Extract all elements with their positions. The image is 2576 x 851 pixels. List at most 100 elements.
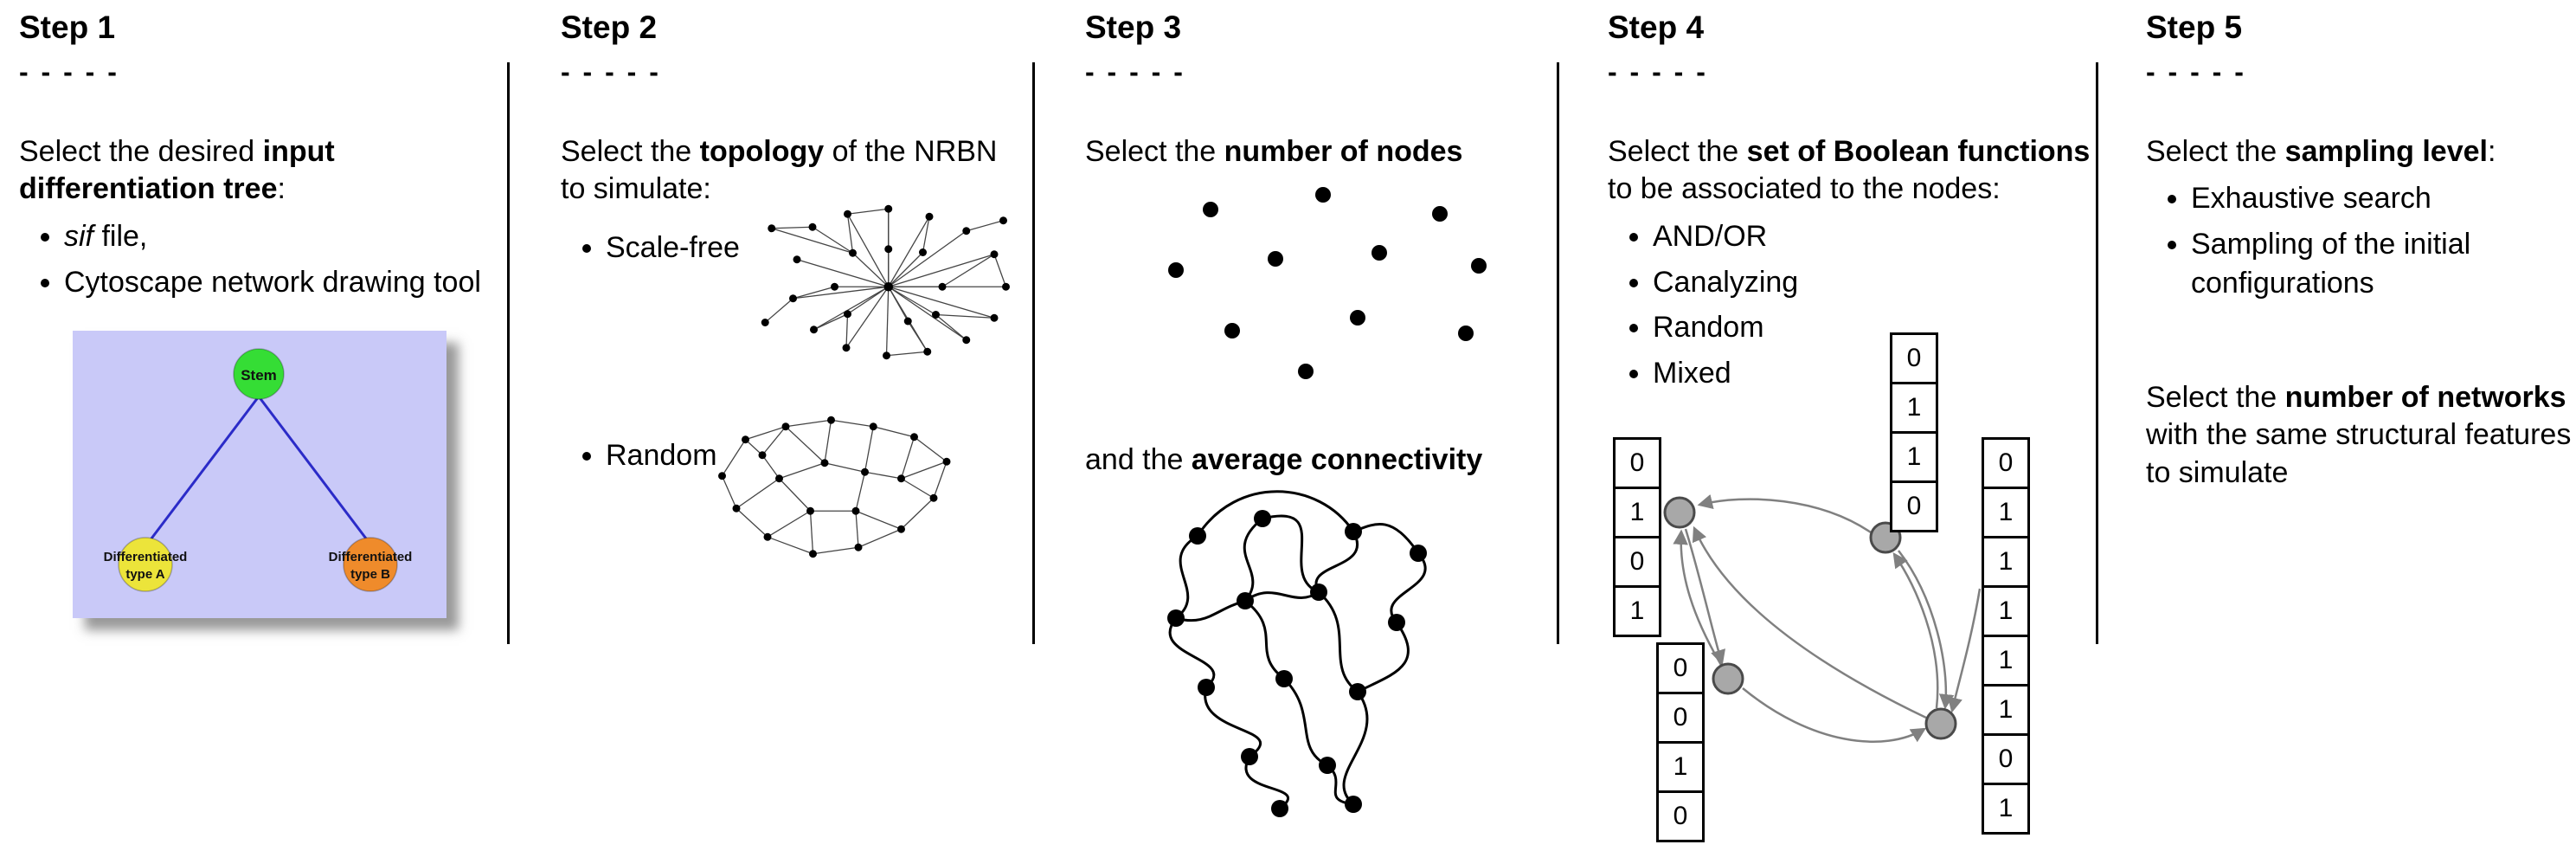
intro-text: Select the desired bbox=[19, 134, 263, 168]
step-3-title: Step 3 bbox=[1085, 10, 1182, 45]
step-2-column: Step 2 - - - - - Select the topology of … bbox=[561, 10, 1028, 846]
truth-table-cell: 1 bbox=[1613, 585, 1661, 637]
step-4-dashes: - - - - - bbox=[1608, 55, 1708, 87]
step-3-dashes: - - - - - bbox=[1085, 55, 1185, 87]
truth-table-cell: 0 bbox=[1982, 733, 2030, 785]
step-3-column: Step 3 - - - - - Select the number of no… bbox=[1085, 10, 1557, 846]
bullet-text: file, bbox=[93, 219, 148, 253]
scale-free-bullet: Scale-free bbox=[561, 229, 740, 274]
intro-text: Select the bbox=[561, 134, 700, 168]
nodes-scatter-graphic bbox=[1168, 187, 1487, 379]
truth-table-cell: 1 bbox=[1656, 741, 1705, 793]
truth-table-cell: 1 bbox=[1982, 635, 2030, 687]
step-4-intro: Select the set of Boolean functions to b… bbox=[1608, 133, 2092, 209]
network-edges bbox=[764, 208, 1007, 357]
step-5-intro-networks: Select the number of networks with the s… bbox=[2146, 379, 2576, 493]
scale-free-network-graphic bbox=[761, 204, 1010, 360]
stem-node bbox=[233, 348, 285, 401]
intro-text: Select the bbox=[2146, 380, 2285, 414]
truth-table-cell: 0 bbox=[1613, 536, 1661, 588]
step-5-title: Step 5 bbox=[2146, 10, 2243, 45]
intro-bold-text: average connectivity bbox=[1191, 443, 1483, 476]
random-bullet: Random bbox=[561, 436, 717, 482]
step-1-title: Step 1 bbox=[19, 10, 116, 45]
truth-table-cell: 1 bbox=[1982, 684, 2030, 736]
intro-bold-text: sampling level bbox=[2284, 134, 2488, 168]
step-1-bullet-list: sif file, Cytoscape network drawing tool bbox=[19, 217, 497, 302]
intro-text: to be associated to the nodes: bbox=[1608, 172, 2001, 206]
truth-table-cell: 1 bbox=[1890, 431, 1938, 483]
step-2-dashes: - - - - - bbox=[561, 55, 661, 87]
truth-table-cell: 0 bbox=[1656, 790, 1705, 842]
step-5-column: Step 5 - - - - - Select the sampling lev… bbox=[2146, 10, 2576, 492]
bullet-item: Exhaustive search bbox=[2191, 179, 2576, 218]
intro-text: and the bbox=[1085, 443, 1192, 476]
bullet-item: Random bbox=[606, 436, 717, 475]
column-divider bbox=[2096, 62, 2098, 644]
truth-table-cell: 1 bbox=[1890, 382, 1938, 434]
step-4-column: Step 4 - - - - - Select the set of Boole… bbox=[1608, 10, 2092, 846]
intro-text: Select the bbox=[1085, 134, 1224, 168]
differentiation-tree-figure: Stem Differentiated type A Differentiate… bbox=[73, 331, 446, 619]
graph-nodes bbox=[1167, 510, 1427, 817]
truth-table-cell: 0 bbox=[1890, 332, 1938, 384]
random-network-graphic bbox=[718, 416, 951, 558]
intro-text: of the NRBN to simulate: bbox=[561, 134, 998, 206]
intro-text: : bbox=[277, 172, 286, 206]
intro-text: Select the bbox=[2146, 134, 2285, 168]
truth-table-cell: 1 bbox=[1613, 487, 1661, 538]
intro-bold-text: number of nodes bbox=[1224, 134, 1463, 168]
scatter-dots bbox=[1168, 187, 1487, 379]
truth-table-cell: 0 bbox=[1613, 437, 1661, 489]
truth-table-cell: 1 bbox=[1982, 487, 2030, 538]
network-edges bbox=[721, 419, 948, 555]
column-divider bbox=[1557, 62, 1559, 644]
step-5-bullet-list: Exhaustive searchSampling of the initial… bbox=[2146, 179, 2576, 303]
step-3-intro-connectivity: and the average connectivity bbox=[1085, 442, 1482, 480]
bullet-item: Canalyzing bbox=[1653, 263, 2092, 302]
column-divider bbox=[1032, 62, 1035, 644]
network-nodes bbox=[718, 416, 951, 558]
truth-table-cell: 1 bbox=[1982, 536, 2030, 588]
truth-table-cell: 0 bbox=[1656, 642, 1705, 694]
truth-table-cell: 0 bbox=[1656, 692, 1705, 744]
step-3-intro-nodes: Select the number of nodes bbox=[1085, 133, 1557, 171]
bullet-item: Sampling of the initial configurations bbox=[2191, 225, 2576, 303]
step-1-column: Step 1 - - - - - Select the desired inpu… bbox=[19, 10, 497, 619]
intro-bold-text: number of networks bbox=[2284, 380, 2566, 414]
truth-table-cell: 1 bbox=[1982, 585, 2030, 637]
stem-label: Stem bbox=[241, 367, 277, 384]
step-1-dashes: - - - - - bbox=[19, 55, 119, 87]
network-node bbox=[1712, 662, 1744, 695]
type-b-label-line1: Differentiated bbox=[329, 550, 413, 564]
bullet-item: Scale-free bbox=[606, 229, 740, 268]
type-b-node bbox=[343, 537, 398, 593]
network-arrows bbox=[1673, 493, 1982, 743]
bullet-item: Random bbox=[1653, 308, 2092, 347]
intro-bold-text: set of Boolean functions bbox=[1746, 134, 2091, 168]
step-5-dashes: - - - - - bbox=[2146, 55, 2246, 87]
step-5-intro-sampling: Select the sampling level: bbox=[2146, 133, 2576, 171]
type-a-label-line1: Differentiated bbox=[104, 550, 188, 564]
step-2-title: Step 2 bbox=[561, 10, 658, 45]
intro-text: with the same structural features to sim… bbox=[2146, 418, 2572, 489]
step-1-intro: Select the desired input differentiation… bbox=[19, 133, 497, 209]
tree-edges bbox=[147, 396, 370, 544]
step-4-title: Step 4 bbox=[1608, 10, 1705, 45]
intro-bold-text: topology bbox=[699, 134, 825, 168]
network-nodes bbox=[761, 204, 1010, 360]
curved-edges bbox=[1168, 490, 1427, 810]
network-nodes bbox=[1663, 496, 1957, 740]
truth-table-cell: 0 bbox=[1890, 480, 1938, 532]
type-a-label-line2: type A bbox=[125, 567, 164, 582]
intro-text: : bbox=[2487, 134, 2496, 168]
bullet-item: Cytoscape network drawing tool bbox=[64, 263, 497, 302]
intro-text: Select the bbox=[1608, 134, 1747, 168]
bullet-item: Mixed bbox=[1653, 354, 2092, 393]
sif-italic: sif bbox=[64, 219, 93, 253]
bullet-item: sif file, bbox=[64, 217, 497, 256]
